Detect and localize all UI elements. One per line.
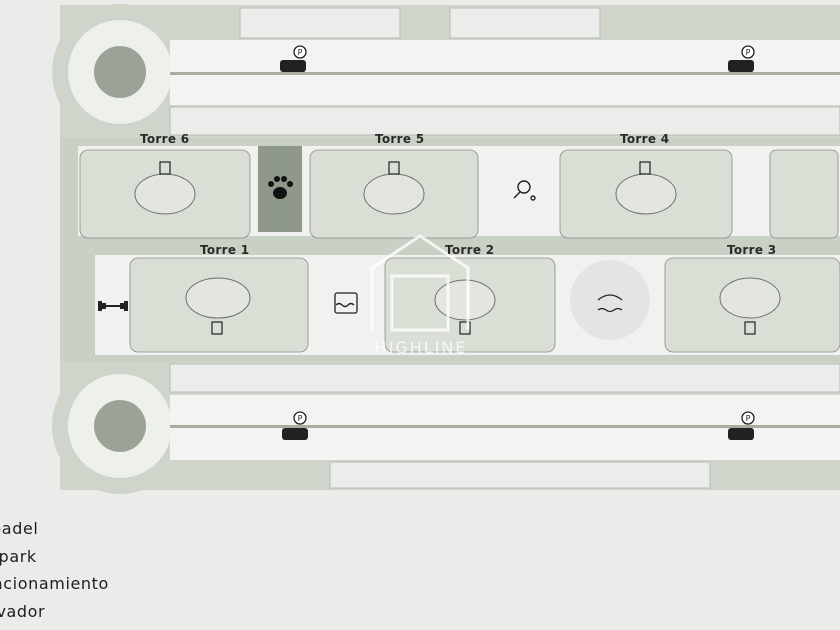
pool-icon [334,292,358,314]
legend-item-parking: tacionamiento [0,574,109,593]
car-icon [280,60,754,440]
legend-item-elevator: evador [0,601,46,621]
legend: ipadel t park tacionamiento evador [0,515,200,625]
road-bottom [52,358,840,494]
site-plan: P P P P [52,4,840,494]
elevator-icon [159,161,756,335]
tower-cores [134,173,781,321]
tower-label-3: Torre 3 [727,243,777,257]
pet-park-icon [268,176,293,199]
svg-text:P: P [746,48,751,57]
padel-icon [513,180,536,201]
road-top [52,4,840,140]
parking-icon: P P P P [293,45,755,425]
tower-label-5: Torre 5 [375,132,425,146]
svg-text:P: P [298,48,303,57]
svg-text:P: P [746,414,751,423]
legend-item-pet-park: t park [0,546,37,566]
watermark-logo [370,234,470,332]
gym-icon [98,301,128,311]
tower-label-6: Torre 6 [140,132,190,146]
svg-text:P: P [298,414,303,423]
tower-label-2: Torre 2 [445,243,495,257]
legend-item-padel: ipadel [0,519,39,538]
tower-label-1: Torre 1 [200,243,250,257]
beach-pool-icon [570,260,650,340]
tower-label-4: Torre 4 [620,132,670,146]
watermark: HIGHLINE [374,338,468,357]
